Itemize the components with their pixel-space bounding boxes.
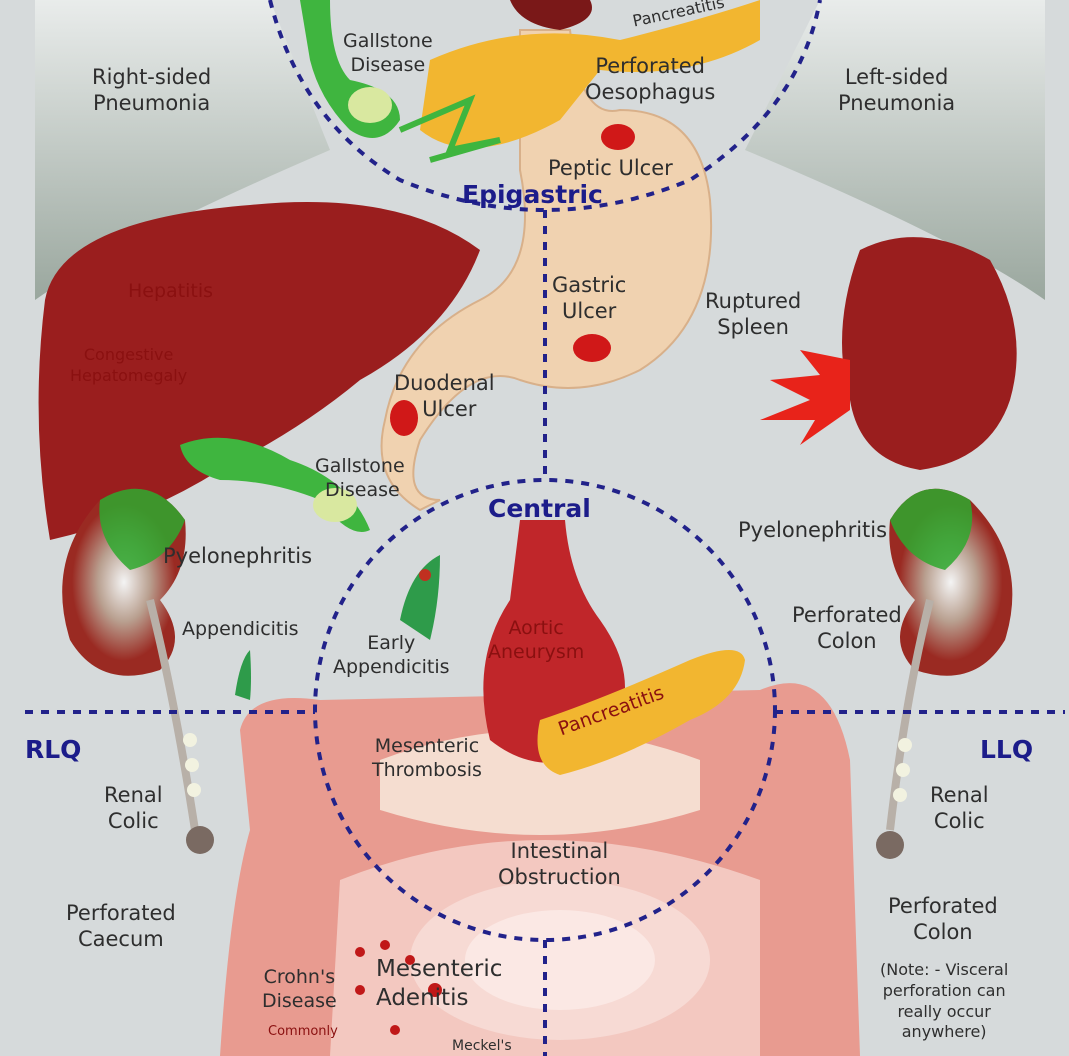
pancreas-top (420, 0, 760, 148)
spleen (842, 237, 1017, 470)
label-meckels: Meckel's (452, 1038, 512, 1054)
label-peptic-ulcer: Peptic Ulcer (548, 156, 673, 180)
label-hepatitis: Hepatitis (128, 280, 214, 302)
heart (510, 0, 592, 30)
zone-llq: LLQ (980, 735, 1034, 764)
zone-epigastric: Epigastric (462, 180, 603, 209)
label-pyelonephritis-right: Pyelonephritis (738, 518, 888, 542)
pancreas-central (537, 650, 745, 775)
ureter-left (146, 599, 199, 831)
gallbladder-mid (180, 437, 370, 532)
rib-cage-right (745, 0, 1045, 300)
zone-lines (25, 0, 1065, 1056)
label-pyelonephritis-left: Pyelonephritis (163, 544, 313, 568)
zone-rlq: RLQ (25, 735, 82, 764)
label-commonly: Commonly (268, 1024, 338, 1039)
early-appendix (400, 555, 440, 640)
stomach (380, 29, 713, 512)
label-appendicitis: Appendicitis (182, 618, 299, 640)
zone-central: Central (488, 494, 591, 523)
liver (38, 202, 481, 540)
spleen-rupture (760, 350, 850, 445)
rib-cage-left (35, 0, 330, 300)
appendix (235, 650, 251, 700)
